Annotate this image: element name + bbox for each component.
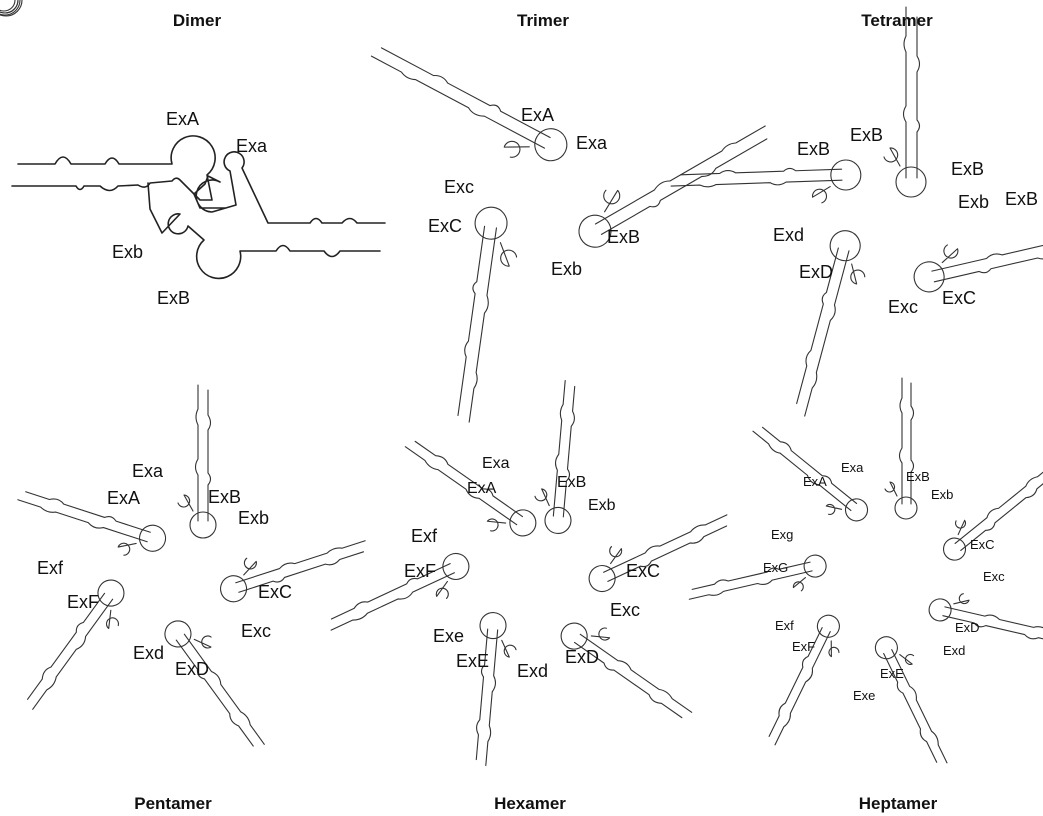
pentamer-arm-2 bbox=[213, 522, 370, 605]
heptamer-label-10: ExD bbox=[955, 620, 980, 635]
trimer-label-1: Exa bbox=[576, 133, 608, 153]
tetramer-label-3: ExB bbox=[1005, 189, 1038, 209]
tetramer-label-2: ExB bbox=[951, 159, 984, 179]
tetramer-arm-2 bbox=[908, 211, 1043, 295]
tetramer-label-6: ExD bbox=[799, 262, 833, 282]
pentamer-label-8: Exd bbox=[133, 643, 164, 663]
hexamer-label-8: Exe bbox=[433, 626, 464, 646]
panel-title-pentamer: Pentamer bbox=[134, 794, 212, 813]
hexamer-arm-3 bbox=[556, 608, 703, 727]
tetramer-arm-4 bbox=[670, 159, 861, 208]
heptamer-label-4: Exg bbox=[771, 527, 793, 542]
hexamer-label-10: Exd bbox=[517, 661, 548, 681]
heptamer-label-0: ExA bbox=[803, 474, 827, 489]
tetramer-label-4: Exb bbox=[958, 192, 989, 212]
hexamer-arm-4 bbox=[468, 611, 519, 767]
heptamer-label-2: ExB bbox=[906, 469, 930, 484]
dimer-label-2: Exb bbox=[112, 242, 143, 262]
panel-title-dimer: Dimer bbox=[173, 11, 222, 30]
heptamer-label-3: Exb bbox=[931, 487, 953, 502]
hexamer-label-7: Exc bbox=[610, 600, 640, 620]
heptamer-label-8: Exf bbox=[775, 618, 794, 633]
heptamer-label-1: Exa bbox=[841, 460, 864, 475]
heptamer-label-6: ExG bbox=[763, 560, 788, 575]
pentamer-label-7: Exc bbox=[241, 621, 271, 641]
hexamer-label-0: Exa bbox=[482, 455, 510, 472]
pentamer-label-3: Exb bbox=[238, 508, 269, 528]
panel-title-heptamer: Heptamer bbox=[859, 794, 938, 813]
pentamer-arm-5 bbox=[12, 483, 169, 566]
hexamer-label-4: Exf bbox=[411, 526, 438, 546]
tetramer-arm-3 bbox=[785, 227, 875, 421]
dimer-strand-c bbox=[148, 183, 380, 278]
heptamer-arm-1 bbox=[885, 378, 917, 519]
tetramer-label-5: Exd bbox=[773, 225, 804, 245]
tetramer-label-8: ExC bbox=[942, 288, 976, 308]
heptamer-label-9: ExF bbox=[792, 639, 815, 654]
pentamer-label-0: Exa bbox=[132, 461, 164, 481]
pentamer-label-5: ExF bbox=[67, 592, 99, 612]
dimer-label-0: ExA bbox=[166, 109, 199, 129]
trimer-label-5: Exb bbox=[551, 259, 582, 279]
heptamer-label-11: Exd bbox=[943, 643, 965, 658]
hexamer-arm-1 bbox=[532, 379, 583, 535]
tetramer-label-0: ExB bbox=[797, 139, 830, 159]
panel-title-tetramer: Tetramer bbox=[861, 11, 933, 30]
hexamer-label-3: Exb bbox=[588, 497, 616, 514]
heptamer-label-7: Exc bbox=[983, 569, 1005, 584]
dimer-label-1: Exa bbox=[236, 136, 268, 156]
tetramer-structure: ExB ExB ExB ExB Exb Exd ExD Exc ExC bbox=[0, 0, 1043, 422]
dimer-label-3: ExB bbox=[157, 288, 190, 308]
heptamer-label-13: Exe bbox=[853, 688, 875, 703]
hexamer-structure: Exa ExA ExB Exb Exf ExF ExC Exc Exe ExE … bbox=[0, 0, 734, 767]
hexamer-label-6: ExC bbox=[626, 561, 660, 581]
dimer-strand-a bbox=[12, 136, 215, 200]
panel-title-hexamer: Hexamer bbox=[494, 794, 566, 813]
hexamer-label-2: ExB bbox=[557, 474, 586, 491]
pentamer-label-6: ExC bbox=[258, 582, 292, 602]
tetramer-arm-1 bbox=[884, 7, 926, 197]
pentamer-label-4: Exf bbox=[37, 558, 64, 578]
heptamer-arm-3 bbox=[927, 587, 1043, 650]
tetramer-label-1: ExB bbox=[850, 125, 883, 145]
dimer-strand-b bbox=[194, 152, 385, 223]
dimer-structure: ExA Exa Exb ExB bbox=[12, 109, 385, 308]
panel-title-trimer: Trimer bbox=[517, 11, 569, 30]
trimer-label-2: Exc bbox=[444, 177, 474, 197]
heptamer-label-5: ExC bbox=[970, 537, 995, 552]
pentamer-label-9: ExD bbox=[175, 659, 209, 679]
pentamer-label-1: ExA bbox=[107, 488, 140, 508]
trimer-label-0: ExA bbox=[521, 105, 554, 125]
hexamer-label-11: ExD bbox=[565, 647, 599, 667]
pentamer-arm-1 bbox=[178, 385, 216, 538]
pentamer-label-2: ExB bbox=[208, 487, 241, 507]
heptamer-arm-6 bbox=[686, 553, 831, 616]
heptamer-label-12: ExE bbox=[880, 666, 904, 681]
trimer-label-4: ExB bbox=[607, 227, 640, 247]
hexamer-label-1: ExA bbox=[467, 480, 497, 497]
hexamer-label-5: ExF bbox=[404, 561, 436, 581]
trimer-structure: ExA Exa Exc ExC ExB Exb bbox=[0, 0, 776, 425]
hexamer-label-9: ExE bbox=[456, 651, 489, 671]
trimer-arm-3 bbox=[447, 205, 523, 425]
trimer-arm-2 bbox=[566, 105, 776, 253]
trimer-label-3: ExC bbox=[428, 216, 462, 236]
tetramer-label-7: Exc bbox=[888, 297, 918, 317]
